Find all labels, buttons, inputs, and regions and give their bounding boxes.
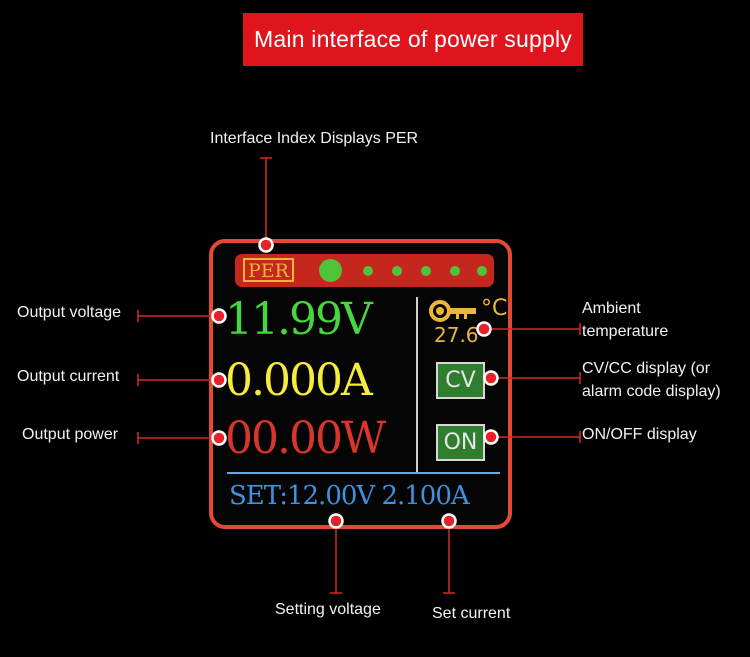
label-output-power: Output power bbox=[22, 426, 119, 443]
label-on-off: ON/OFF display bbox=[582, 426, 697, 443]
label-cvcc-line1: CV/CC display (or bbox=[582, 360, 711, 377]
interface-index-badge: PER bbox=[243, 258, 294, 282]
label-setting-voltage: Setting voltage bbox=[275, 601, 381, 618]
page-indicator-dot bbox=[421, 266, 431, 276]
page-indicator-dot bbox=[477, 266, 487, 276]
label-cvcc-line2: alarm code display) bbox=[582, 383, 721, 400]
title-banner: Main interface of power supply bbox=[243, 13, 583, 66]
label-set-current: Set current bbox=[432, 605, 511, 622]
page-indicator-dot bbox=[363, 266, 373, 276]
title-text: Main interface of power supply bbox=[254, 26, 572, 52]
status-bar: PER bbox=[235, 254, 494, 287]
output-current-reading: 0.000A bbox=[225, 355, 373, 406]
divider-horizontal bbox=[227, 472, 500, 474]
label-output-voltage: Output voltage bbox=[17, 304, 122, 321]
on-off-indicator: ON bbox=[436, 424, 485, 461]
temperature-reading: 27.6 bbox=[434, 323, 479, 347]
divider-vertical bbox=[416, 297, 418, 472]
output-voltage-reading: 11.99V bbox=[225, 294, 373, 345]
cv-cc-indicator: CV bbox=[436, 362, 485, 399]
set-values: SET:12.00V 2.100A bbox=[229, 481, 470, 511]
page-indicator-dot bbox=[450, 266, 460, 276]
label-ambient-temp-line1: Ambient bbox=[582, 300, 641, 317]
output-power-reading: 00.00W bbox=[225, 413, 386, 464]
active-page-indicator bbox=[319, 259, 342, 282]
device-screen: PER 11.99V 0.000A 00.00W °C 27.6 CV ON S… bbox=[209, 239, 512, 529]
label-output-current: Output current bbox=[17, 368, 120, 385]
label-interface-index: Interface Index Displays PER bbox=[210, 130, 419, 147]
page-indicator-dot bbox=[392, 266, 402, 276]
label-ambient-temp-line2: temperature bbox=[582, 323, 669, 340]
temperature-unit: °C bbox=[481, 296, 508, 321]
thermometer-icon bbox=[429, 300, 476, 322]
